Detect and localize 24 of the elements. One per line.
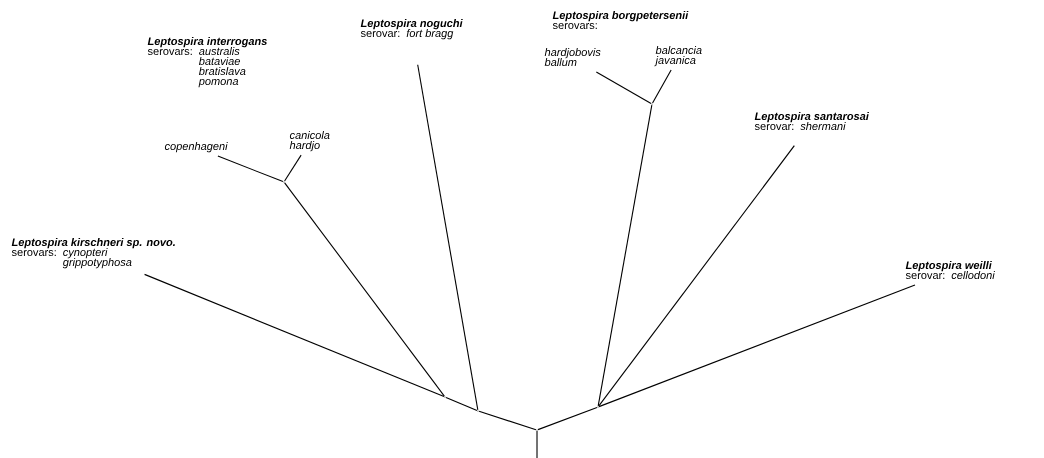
serovar-label: copenhageni [164,142,228,153]
tree-branch [598,284,916,408]
tree-branch [445,396,478,412]
serovar-label: canicola hardjo [289,131,330,152]
tree-branch [144,273,445,398]
taxon-label: Leptospira noguchi serovar: fort bragg [360,19,463,40]
taxon-label: Leptospira interrogans serovars: australis bataviae bratislava pomona [147,37,267,88]
tree-branch [598,145,795,407]
taxon-label: Leptospira santarosai serovar: shermani [754,112,870,131]
tree-branch [478,410,537,431]
tree-branch [652,69,672,104]
tree-branch [217,155,284,183]
tree-branch [536,430,538,458]
taxon-label: Leptospira weilli serovar: cellodoni [905,261,995,280]
tree-branch [537,406,598,431]
tree-branch [417,64,479,411]
tree-branch [595,71,652,104]
taxon-label: Leptospira borgpetersenii serovars: [552,11,689,30]
tree-branch [597,104,653,407]
tree-branch [284,182,445,397]
taxon-label: Leptospira kirschneri sp. novo. serovars: cynopteri grippotyphosa [11,238,175,269]
serovar-label: hardjobovis ballum [544,48,601,67]
tree-branch [284,154,302,182]
serovar-label: balcancia javanica [654,46,702,67]
